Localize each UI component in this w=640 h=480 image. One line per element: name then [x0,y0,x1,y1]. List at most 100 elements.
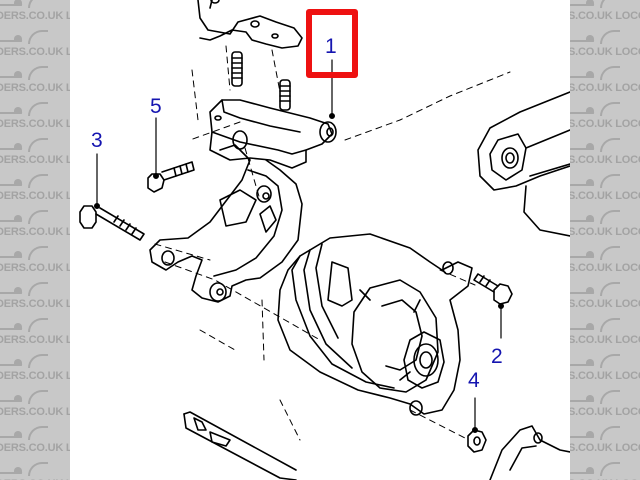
watermark-car-icon [570,174,596,188]
right-side-component [477,91,570,237]
watermark-tile: DERS.CO.UK LOC [0,246,70,282]
bottom-bracket-piece [183,411,297,480]
watermark-logo-icon [600,282,620,296]
watermark-tile: S.CO.UK LOCOST [570,102,640,138]
watermark-logo-icon [600,30,620,44]
watermark-tile: DERS.CO.UK LOC [0,102,70,138]
watermark-car-icon [0,462,24,476]
watermark-logo-icon [28,462,48,476]
watermark-car-icon [0,0,24,8]
callout-5[interactable]: 5 [150,95,162,118]
watermark-car-icon [570,354,596,368]
watermark-car-icon [0,426,24,440]
mount-studs [231,51,291,111]
watermark-logo-icon [600,426,620,440]
watermark-tile: S.CO.UK LOCOST [570,318,640,354]
watermark-tile: S.CO.UK LOCOST [570,390,640,426]
watermark-logo-icon [28,30,48,44]
watermark-logo-icon [600,0,620,8]
watermark-car-icon [570,102,596,116]
watermark-car-icon [0,174,24,188]
nut-4 [467,429,487,453]
watermark-tile: DERS.CO.UK LOC [0,462,70,480]
watermark-text: DERS.CO.UK LOC [0,442,70,454]
watermark-car-icon [0,390,24,404]
alternator-bracket [149,144,303,303]
watermark-logo-icon [28,390,48,404]
watermark-text: S.CO.UK LOCOST [570,406,640,418]
watermark-car-icon [0,246,24,260]
watermark-text: DERS.CO.UK LOC [0,406,70,418]
watermark-car-icon [570,246,596,260]
watermark-logo-icon [28,282,48,296]
watermark-text: S.CO.UK LOCOST [570,370,640,382]
watermark-text: S.CO.UK LOCOST [570,226,640,238]
bolt-5 [147,161,195,193]
callout-4[interactable]: 4 [468,369,480,392]
watermark-logo-icon [600,318,620,332]
watermark-tile: DERS.CO.UK LOC [0,66,70,102]
watermark-text: S.CO.UK LOCOST [570,478,640,480]
callout-2[interactable]: 2 [491,345,503,368]
watermark-text: S.CO.UK LOCOST [570,82,640,94]
watermark-tile: S.CO.UK LOCOST [570,0,640,30]
watermark-text: S.CO.UK LOCOST [570,190,640,202]
callout-1[interactable]: 1 [325,35,337,58]
watermark-tile: S.CO.UK LOCOST [570,66,640,102]
watermark-text: DERS.CO.UK LOC [0,154,70,166]
watermark-text: DERS.CO.UK LOC [0,46,70,58]
watermark-logo-icon [28,426,48,440]
watermark-text: S.CO.UK LOCOST [570,442,640,454]
watermark-tile: DERS.CO.UK LOC [0,30,70,66]
watermark-logo-icon [600,390,620,404]
watermark-text: S.CO.UK LOCOST [570,10,640,22]
watermark-logo-icon [28,246,48,260]
watermark-logo-icon [600,102,620,116]
bolt-2 [473,273,513,305]
watermark-car-icon [570,318,596,332]
top-bracket-plate [197,0,303,49]
leader-lines [94,59,505,434]
watermark-car-icon [0,102,24,116]
watermark-car-icon [0,282,24,296]
alternator-exploded-drawing [79,0,570,480]
watermark-text: DERS.CO.UK LOC [0,334,70,346]
watermark-text: S.CO.UK LOCOST [570,298,640,310]
watermark-car-icon [570,426,596,440]
watermark-car-icon [570,30,596,44]
watermark-logo-icon [28,102,48,116]
watermark-tile: DERS.CO.UK LOC [0,0,70,30]
watermark-car-icon [570,282,596,296]
watermark-logo-icon [600,138,620,152]
watermark-tile: DERS.CO.UK LOC [0,174,70,210]
watermark-tile: DERS.CO.UK LOC [0,138,70,174]
watermark-tile: S.CO.UK LOCOST [570,282,640,318]
watermark-logo-icon [28,210,48,224]
engine-mount-block [209,99,337,169]
watermark-car-icon [0,318,24,332]
watermark-logo-icon [28,354,48,368]
watermark-text: DERS.CO.UK LOC [0,10,70,22]
watermark-car-icon [570,138,596,152]
parts-diagram: 1 2 3 4 5 [70,0,570,480]
watermark-text: S.CO.UK LOCOST [570,154,640,166]
watermark-car-icon [570,0,596,8]
bolt-3 [79,205,145,241]
watermark-tile: S.CO.UK LOCOST [570,462,640,480]
watermark-tile: S.CO.UK LOCOST [570,426,640,462]
watermark-logo-icon [600,210,620,224]
watermark-car-icon [570,462,596,476]
watermark-tile: S.CO.UK LOCOST [570,210,640,246]
watermark-text: S.CO.UK LOCOST [570,118,640,130]
bottom-right-mount [489,425,570,480]
watermark-text: DERS.CO.UK LOC [0,262,70,274]
watermark-tile: S.CO.UK LOCOST [570,354,640,390]
watermark-logo-icon [28,0,48,8]
watermark-text: DERS.CO.UK LOC [0,298,70,310]
highlight-box-callout-1 [306,9,358,78]
watermark-strip-right: S.CO.UK LOCOST S.CO.UK LOCOST S.CO.UK LOCO… [570,0,640,480]
alternator-body [277,233,473,416]
watermark-text: S.CO.UK LOCOST [570,334,640,346]
callout-3[interactable]: 3 [91,129,103,152]
watermark-car-icon [570,210,596,224]
